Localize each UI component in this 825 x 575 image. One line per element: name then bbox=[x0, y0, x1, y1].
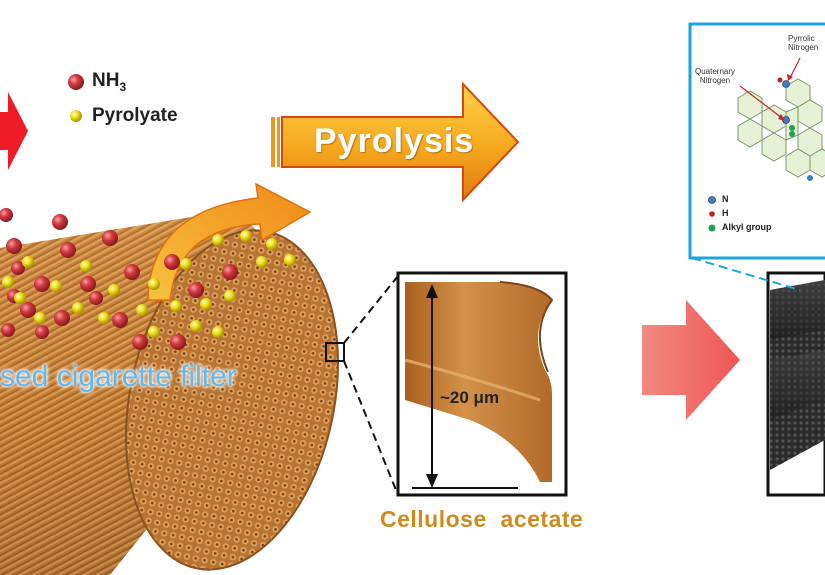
cellulose-acetate-label: Cellulose acetate bbox=[380, 506, 583, 533]
fiber-size-label: ~20 μm bbox=[440, 388, 499, 408]
carbonized-fiber-product bbox=[768, 273, 825, 495]
inset-legend-h: H bbox=[722, 208, 729, 218]
zoom-line-top bbox=[344, 276, 398, 343]
pyrolysis-label: Pyrolysis bbox=[314, 122, 474, 161]
legend-nh3-ball bbox=[68, 74, 84, 90]
inset-legend-n: N bbox=[722, 194, 729, 204]
legend-pyrolyate-ball bbox=[70, 110, 82, 122]
red-input-arrow bbox=[0, 92, 28, 170]
legend-nh3-label: NH3 bbox=[92, 70, 126, 94]
pink-process-arrow bbox=[642, 300, 740, 420]
pyrrolic-nitrogen-label: Pyrrolic Nitrogen bbox=[788, 34, 818, 52]
filter-label: sed cigarette filter bbox=[0, 360, 237, 394]
inset-legend-alkyl: Alkyl group bbox=[722, 222, 772, 232]
legend-pyrolyate-label: Pyrolyate bbox=[92, 105, 178, 127]
zoom-line-bottom bbox=[344, 361, 398, 495]
quaternary-nitrogen-label: Quaternary Nitrogen bbox=[695, 67, 735, 85]
inset-legend-markers bbox=[709, 197, 716, 232]
